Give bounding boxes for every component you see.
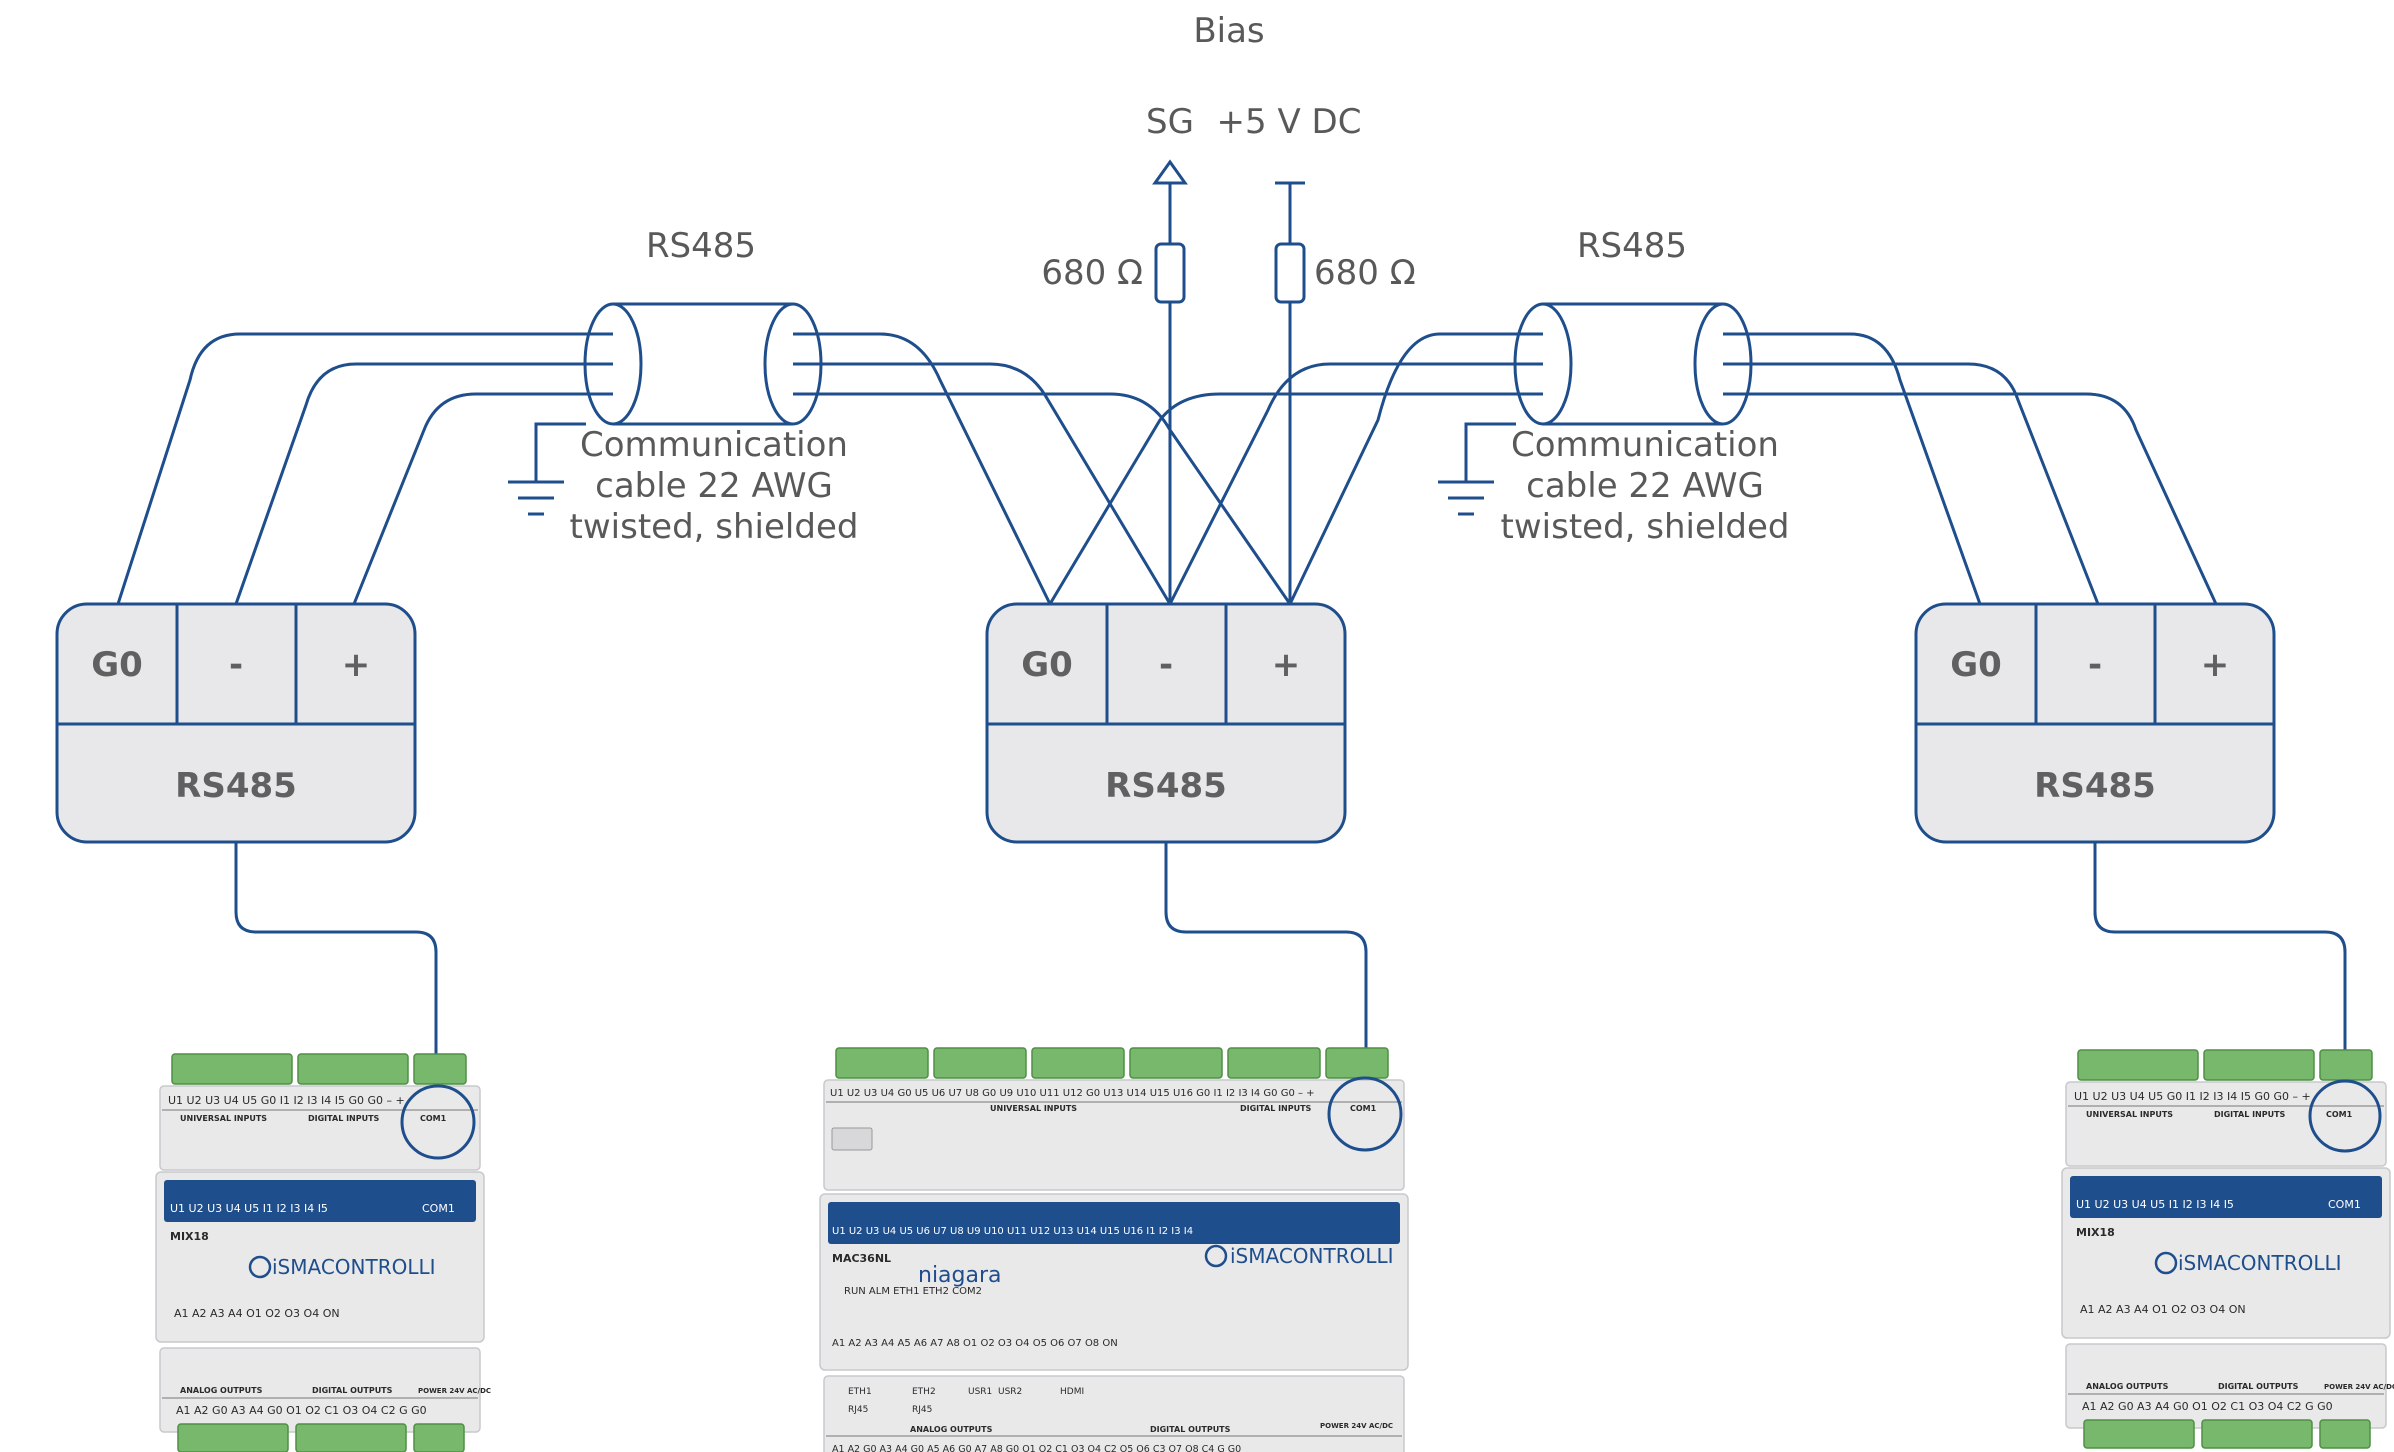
connector-label: RS485 bbox=[1105, 766, 1227, 806]
cable-right: RS485 Communication cable 22 AWG twisted… bbox=[1438, 226, 1789, 547]
svg-text:RUN ALM ETH1 ETH2 COM2: RUN ALM ETH1 ETH2 COM2 bbox=[844, 1286, 982, 1297]
svg-text:POWER 24V AC/DC: POWER 24V AC/DC bbox=[2324, 1383, 2394, 1391]
cable-right-desc-2: cable 22 AWG bbox=[1526, 466, 1764, 506]
resistor-right-value: 680 Ω bbox=[1314, 253, 1416, 293]
device-model: MAC36NL bbox=[832, 1252, 891, 1265]
bias-title: Bias bbox=[1193, 11, 1264, 51]
com1-highlight bbox=[400, 1084, 476, 1160]
resistor-left-value: 680 Ω bbox=[1041, 253, 1143, 293]
terminal-block-bottom bbox=[177, 1423, 465, 1452]
svg-text:COM1: COM1 bbox=[1350, 1104, 1377, 1113]
device-left-mix18: U1 U2 U3 U4 U5 G0 I1 I2 I3 I4 I5 G0 G0 –… bbox=[155, 1053, 491, 1452]
cable-left-desc-2: cable 22 AWG bbox=[595, 466, 833, 506]
svg-text:ANALOG OUTPUTS: ANALOG OUTPUTS bbox=[910, 1425, 993, 1434]
brand-logo: iSMACONTROLLI bbox=[272, 1255, 436, 1279]
signal-ground-icon bbox=[1152, 159, 1188, 185]
cable-right-desc-1: Communication bbox=[1511, 425, 1779, 465]
terminal-minus: - bbox=[2088, 645, 2102, 685]
connector-label: RS485 bbox=[2034, 766, 2156, 806]
svg-text:COM1: COM1 bbox=[420, 1114, 447, 1123]
bias-resistor-right bbox=[1274, 242, 1306, 304]
svg-text:POWER 24V AC/DC: POWER 24V AC/DC bbox=[1320, 1422, 1393, 1430]
svg-text:DIGITAL INPUTS: DIGITAL INPUTS bbox=[1240, 1104, 1312, 1113]
svg-text:RJ45: RJ45 bbox=[848, 1405, 868, 1415]
svg-text:A1 A2 A3 A4 O1 O2 O3: A1 A2 A3 A4 O1 O2 O3 O4 ON bbox=[2080, 1303, 2246, 1316]
terminal-plus: + bbox=[342, 645, 371, 685]
device-middle-mac36nl: U1 U2 U3 U4 G0 U5 U6 U7 U8 G0 U9 U10 U11… bbox=[819, 1047, 1409, 1452]
svg-text:U1 U2 U3 U4 G0 U5 U6 U7 U8 G0: U1 U2 U3 U4 G0 U5 U6 U7 U8 G0 U9 U10 U11… bbox=[830, 1088, 1315, 1099]
brand-icon bbox=[1204, 1244, 1228, 1268]
svg-text:COM1: COM1 bbox=[2328, 1198, 2361, 1211]
connector-right: G0 - + RS485 bbox=[1914, 602, 2276, 844]
svg-text:USR1: USR1 bbox=[968, 1387, 992, 1397]
svg-text:COM1: COM1 bbox=[2326, 1110, 2353, 1119]
com1-highlight bbox=[1327, 1076, 1403, 1152]
svg-text:U1 U2 U3 U4 U5 G0 I1 I2 I3 I4: U1 U2 U3 U4 U5 G0 I1 I2 I3 I4 I5 G0 G0 –… bbox=[168, 1094, 405, 1107]
brand-logo: iSMACONTROLLI bbox=[1230, 1244, 1394, 1268]
svg-text:USR2: USR2 bbox=[998, 1387, 1022, 1397]
svg-text:HDMI: HDMI bbox=[1060, 1387, 1084, 1397]
brand-logo: iSMACONTROLLI bbox=[2178, 1251, 2342, 1275]
terminal-g0: G0 bbox=[1021, 645, 1073, 685]
svg-text:COM1: COM1 bbox=[422, 1202, 455, 1215]
terminal-plus: + bbox=[1272, 645, 1301, 685]
sd-card-slot-icon bbox=[831, 1127, 873, 1151]
device-right-mix18: U1 U2 U3 U4 U5 G0 I1 I2 I3 I4 I5 G0 G0 –… bbox=[2061, 1049, 2394, 1449]
sg-label: SG bbox=[1146, 102, 1194, 142]
svg-text:UNIVERSAL INPUTS: UNIVERSAL INPUTS bbox=[2086, 1110, 2173, 1119]
svg-text:A1 A2 A3 A4 O1 O2 O3: A1 A2 A3 A4 O1 O2 O3 O4 ON bbox=[174, 1307, 340, 1320]
connector-label: RS485 bbox=[175, 766, 297, 806]
svg-text:DIGITAL OUTPUTS: DIGITAL OUTPUTS bbox=[2218, 1382, 2299, 1391]
terminal-g0: G0 bbox=[1950, 645, 2002, 685]
niagara-logo: niagara bbox=[918, 1263, 1002, 1288]
svg-text:ETH1: ETH1 bbox=[848, 1387, 872, 1397]
terminal-block-top bbox=[835, 1047, 1389, 1079]
terminal-minus: - bbox=[1159, 645, 1173, 685]
cable-left: RS485 Communication cable 22 AWG twisted… bbox=[508, 226, 858, 547]
svg-text:U1 U2 U3 U4 U5 U6 U7 U8 U9 U10: U1 U2 U3 U4 U5 U6 U7 U8 U9 U10 U11 U12 U… bbox=[832, 1226, 1193, 1237]
svg-text:UNIVERSAL INPUTS: UNIVERSAL INPUTS bbox=[180, 1114, 267, 1123]
terminal-g0: G0 bbox=[91, 645, 143, 685]
svg-text:A1 A2 A3 A4 A5 A6 A7 A8 O1 O2: A1 A2 A3 A4 A5 A6 A7 A8 O1 O2 O3 O4 O5 O… bbox=[832, 1338, 1118, 1349]
svg-text:ANALOG OUTPUTS: ANALOG OUTPUTS bbox=[180, 1386, 263, 1395]
cable-left-desc-3: twisted, shielded bbox=[570, 507, 859, 547]
svg-text:A1 A2 G0 A3 A4 G0 O1 O2 C1 O3: A1 A2 G0 A3 A4 G0 O1 O2 C1 O3 O4 C2 G G0 bbox=[176, 1404, 427, 1417]
com1-highlight bbox=[2308, 1079, 2382, 1153]
device-model: MIX18 bbox=[170, 1230, 209, 1243]
svg-text:POWER 24V AC/DC: POWER 24V AC/DC bbox=[418, 1387, 491, 1395]
supply-label: +5 V DC bbox=[1217, 102, 1362, 142]
cable-right-title: RS485 bbox=[1577, 226, 1687, 266]
bias-resistor-left bbox=[1154, 242, 1186, 304]
connector-middle: G0 - + RS485 bbox=[985, 602, 1347, 844]
svg-text:U1 U2 U3 U4 U5 G0 I1 I2 I3 I4: U1 U2 U3 U4 U5 G0 I1 I2 I3 I4 I5 G0 G0 –… bbox=[2074, 1090, 2311, 1103]
svg-text:DIGITAL OUTPUTS: DIGITAL OUTPUTS bbox=[312, 1386, 393, 1395]
svg-text:U1 U2 U3 U4 U5 I1 I2 I3 I4: U1 U2 U3 U4 U5 I1 I2 I3 I4 I5 bbox=[2076, 1198, 2234, 1211]
terminal-block-top bbox=[2077, 1049, 2373, 1081]
svg-text:UNIVERSAL INPUTS: UNIVERSAL INPUTS bbox=[990, 1104, 1077, 1113]
terminal-block-bottom bbox=[2083, 1419, 2371, 1449]
cable-left-title: RS485 bbox=[646, 226, 756, 266]
svg-text:DIGITAL INPUTS: DIGITAL INPUTS bbox=[308, 1114, 380, 1123]
svg-text:A1 A2 G0 A3 A4 G0 A5 A6 G0 A7: A1 A2 G0 A3 A4 G0 A5 A6 G0 A7 A8 G0 O1 O… bbox=[832, 1444, 1241, 1452]
svg-text:DIGITAL INPUTS: DIGITAL INPUTS bbox=[2214, 1110, 2286, 1119]
brand-icon bbox=[2154, 1251, 2178, 1275]
svg-text:DIGITAL OUTPUTS: DIGITAL OUTPUTS bbox=[1150, 1425, 1231, 1434]
svg-text:A1 A2 G0 A3 A4 G0 O1 O2 C1 O3: A1 A2 G0 A3 A4 G0 O1 O2 C1 O3 O4 C2 G G0 bbox=[2082, 1400, 2333, 1413]
device-leads bbox=[234, 842, 2347, 1078]
svg-text:RJ45: RJ45 bbox=[912, 1405, 932, 1415]
svg-text:ETH2: ETH2 bbox=[912, 1387, 936, 1397]
connector-left: G0 - + RS485 bbox=[55, 602, 417, 844]
bias-network: Bias SG +5 V DC 680 Ω 680 Ω bbox=[1041, 11, 1416, 604]
terminal-block-top bbox=[171, 1053, 467, 1085]
terminal-plus: + bbox=[2201, 645, 2230, 685]
brand-icon bbox=[248, 1255, 272, 1279]
device-model: MIX18 bbox=[2076, 1226, 2115, 1239]
svg-text:U1 U2 U3 U4 U5 I1 I2 I3 I4: U1 U2 U3 U4 U5 I1 I2 I3 I4 I5 bbox=[170, 1202, 328, 1215]
cable-left-desc-1: Communication bbox=[580, 425, 848, 465]
svg-text:ANALOG OUTPUTS: ANALOG OUTPUTS bbox=[2086, 1382, 2169, 1391]
cable-right-desc-3: twisted, shielded bbox=[1501, 507, 1790, 547]
bus-wires bbox=[116, 332, 2218, 605]
terminal-minus: - bbox=[229, 645, 243, 685]
